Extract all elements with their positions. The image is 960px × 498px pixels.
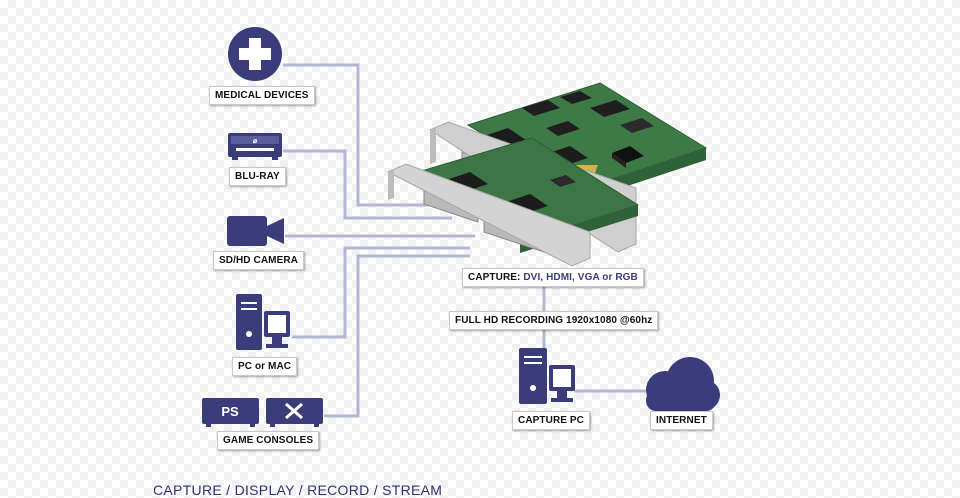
desktop-computer-icon bbox=[236, 294, 290, 350]
label-pc-or-mac: PC or MAC bbox=[232, 357, 298, 376]
label-capture-pc: CAPTURE PC bbox=[512, 411, 591, 430]
svg-text:⌀: ⌀ bbox=[253, 138, 258, 145]
label-full-hd-recording: FULL HD RECORDING 1920x1080 @60hz bbox=[449, 311, 659, 330]
video-camera-icon bbox=[227, 216, 284, 246]
heatsink bbox=[612, 146, 644, 168]
capture-card-illustration bbox=[386, 82, 708, 267]
label-internet: INTERNET bbox=[650, 411, 713, 430]
capture-formats-list: DVI, HDMI, VGA or RGB bbox=[523, 272, 638, 283]
label-medical-devices: MEDICAL DEVICES bbox=[209, 86, 315, 105]
label-sd-hd-camera: SD/HD CAMERA bbox=[213, 251, 304, 270]
medical-cross-icon bbox=[228, 27, 282, 81]
label-capture-formats: CAPTURE: DVI, HDMI, VGA or RGB bbox=[462, 268, 644, 287]
line-bluray bbox=[283, 149, 452, 220]
capture-card-front bbox=[386, 137, 640, 267]
line-pc bbox=[292, 246, 470, 339]
cloud-icon bbox=[646, 357, 720, 411]
line-consoles bbox=[324, 254, 470, 418]
footer-tagline: CAPTURE / DISPLAY / RECORD / STREAM bbox=[153, 482, 443, 498]
label-blu-ray: BLU-RAY bbox=[229, 167, 286, 186]
svg-text:PS: PS bbox=[221, 404, 239, 419]
game-console-icon: PS bbox=[202, 398, 323, 427]
label-game-consoles: GAME CONSOLES bbox=[217, 431, 320, 450]
capture-prefix: CAPTURE: bbox=[468, 272, 521, 283]
line-medical bbox=[283, 63, 440, 207]
capture-pc-icon bbox=[519, 348, 575, 404]
bluray-player-icon: ⌀ bbox=[228, 133, 282, 160]
